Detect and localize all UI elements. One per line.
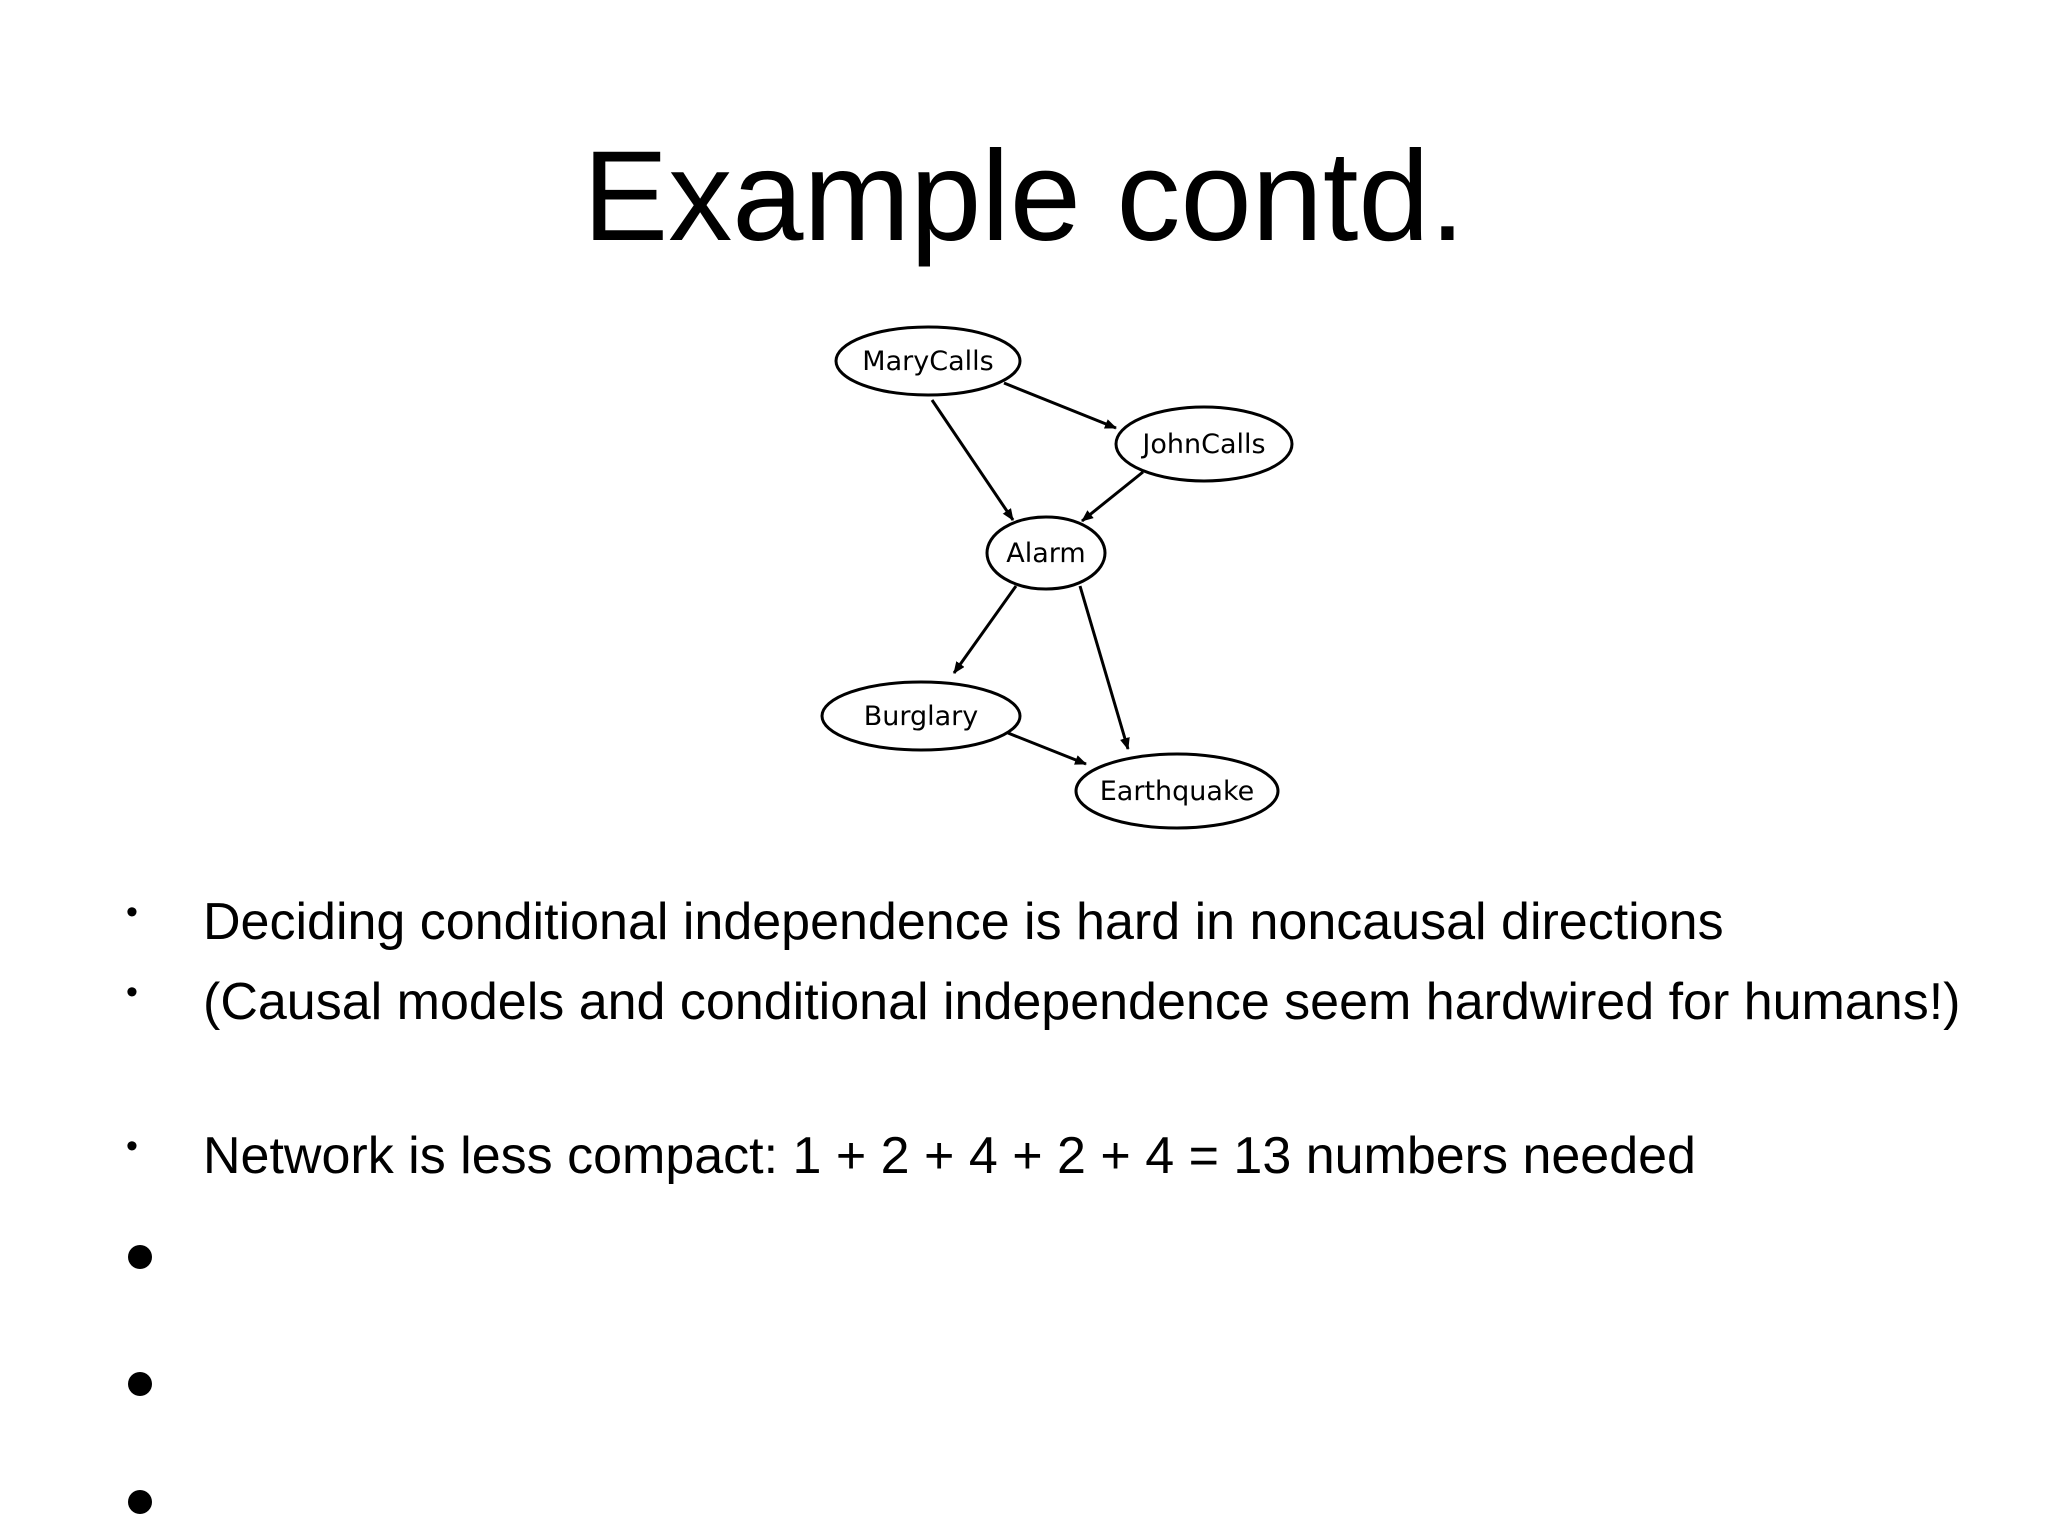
- bullet-marker: •: [126, 1127, 138, 1165]
- edge-alarm-burglary: [952, 585, 1018, 674]
- node-alarm: Alarm: [985, 515, 1107, 591]
- node-label-burglary: Burglary: [864, 701, 979, 732]
- node-label-johncalls: JohnCalls: [1140, 429, 1265, 460]
- empty-bullet-marker: [128, 1372, 152, 1396]
- bullet-text: Deciding conditional independence is har…: [203, 893, 1724, 951]
- bullet-marker: •: [126, 893, 138, 931]
- node-label-alarm: Alarm: [1006, 538, 1085, 569]
- edge-marycalls-johncalls: [1003, 381, 1117, 430]
- empty-bullet-marker: [128, 1245, 152, 1269]
- node-earthquake: Earthquake: [1074, 752, 1280, 830]
- node-marycalls: MaryCalls: [834, 325, 1022, 397]
- edge-johncalls-alarm: [1081, 470, 1144, 523]
- edge-marycalls-alarm: [930, 399, 1015, 521]
- slide-title: Example contd.: [582, 125, 1466, 268]
- edge-alarm-earthquake: [1078, 585, 1130, 750]
- bullet-marker: •: [126, 973, 138, 1011]
- node-label-marycalls: MaryCalls: [862, 346, 993, 377]
- node-label-earthquake: Earthquake: [1100, 776, 1255, 807]
- bullet-text: (Causal models and conditional independe…: [203, 973, 1961, 1031]
- edge-burglary-earthquake: [1007, 731, 1087, 766]
- node-burglary: Burglary: [820, 680, 1022, 752]
- empty-bullet-marker: [128, 1490, 152, 1514]
- node-johncalls: JohnCalls: [1114, 405, 1294, 483]
- bullet-text: Network is less compact: 1 + 2 + 4 + 2 +…: [203, 1127, 1696, 1185]
